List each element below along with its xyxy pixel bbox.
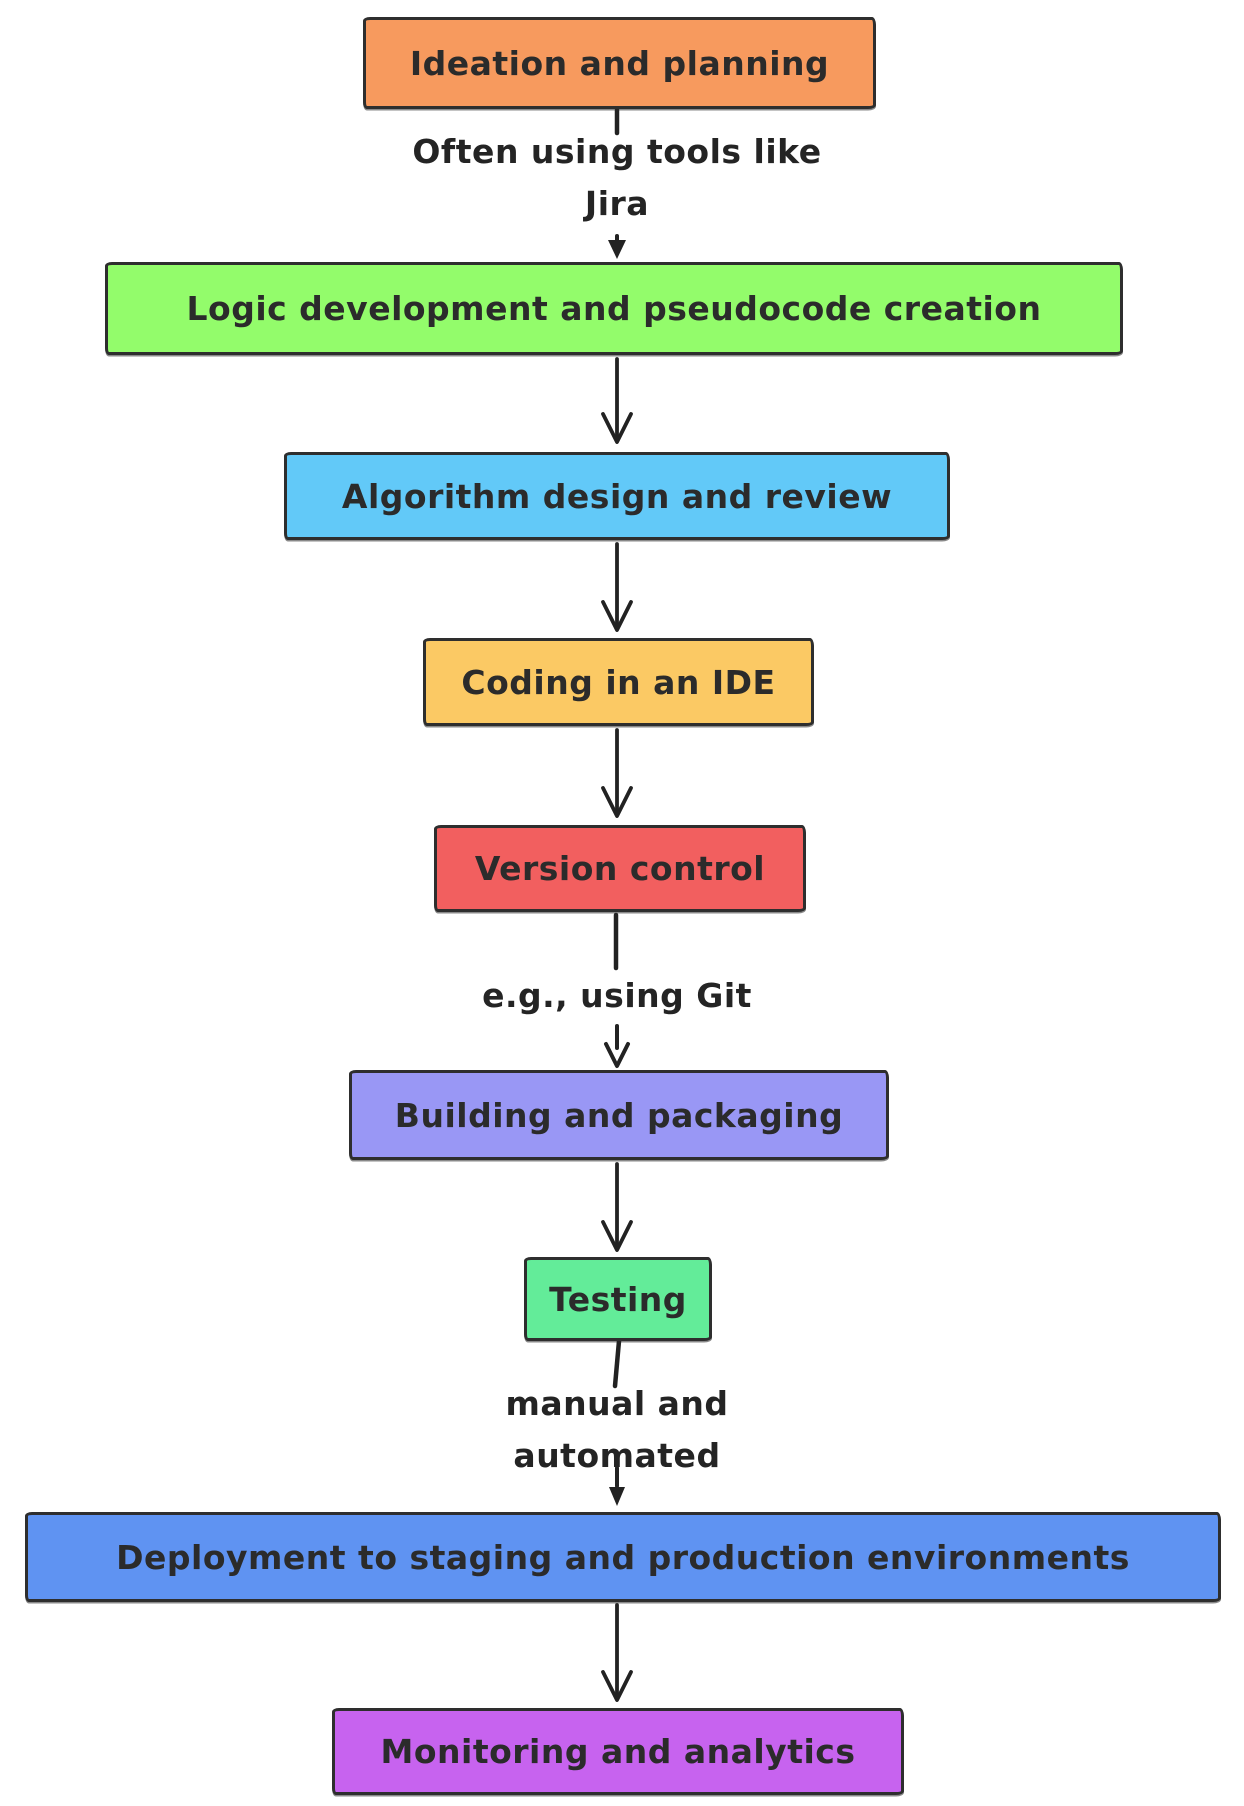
edge-label-line: automated (513, 1436, 721, 1475)
edge-label-line: e.g., using Git (482, 976, 752, 1015)
node-ideation: Ideation and planning (363, 17, 876, 109)
node-coding: Coding in an IDE (423, 638, 814, 726)
node-deployment: Deployment to staging and production env… (25, 1512, 1221, 1602)
arrow-logic-to-algorithm (601, 357, 633, 444)
edge-label-line: Jira (584, 184, 650, 223)
edge-label-jira: Often using tools like Jira (217, 126, 1017, 230)
edge-label-manual-automated: manual and automated (217, 1378, 1017, 1482)
node-version: Version control (434, 825, 806, 912)
node-testing: Testing (524, 1257, 712, 1341)
arrow-version-to-building (604, 912, 630, 1068)
arrow-ideation-to-logic (608, 107, 626, 259)
arrow-testing-to-deployment (609, 1338, 625, 1506)
arrow-deployment-to-monitoring (601, 1603, 633, 1702)
edge-label-line: Often using tools like (412, 132, 822, 171)
node-monitoring: Monitoring and analytics (332, 1708, 904, 1795)
node-algorithm: Algorithm design and review (284, 452, 950, 540)
node-building: Building and packaging (349, 1070, 889, 1160)
node-logic: Logic development and pseudocode creatio… (105, 262, 1123, 355)
arrow-building-to-testing (601, 1162, 633, 1252)
arrow-coding-to-version (601, 728, 633, 818)
edge-label-line: manual and (505, 1384, 729, 1423)
edge-label-git: e.g., using Git (217, 970, 1017, 1022)
arrow-algorithm-to-coding (601, 542, 633, 632)
